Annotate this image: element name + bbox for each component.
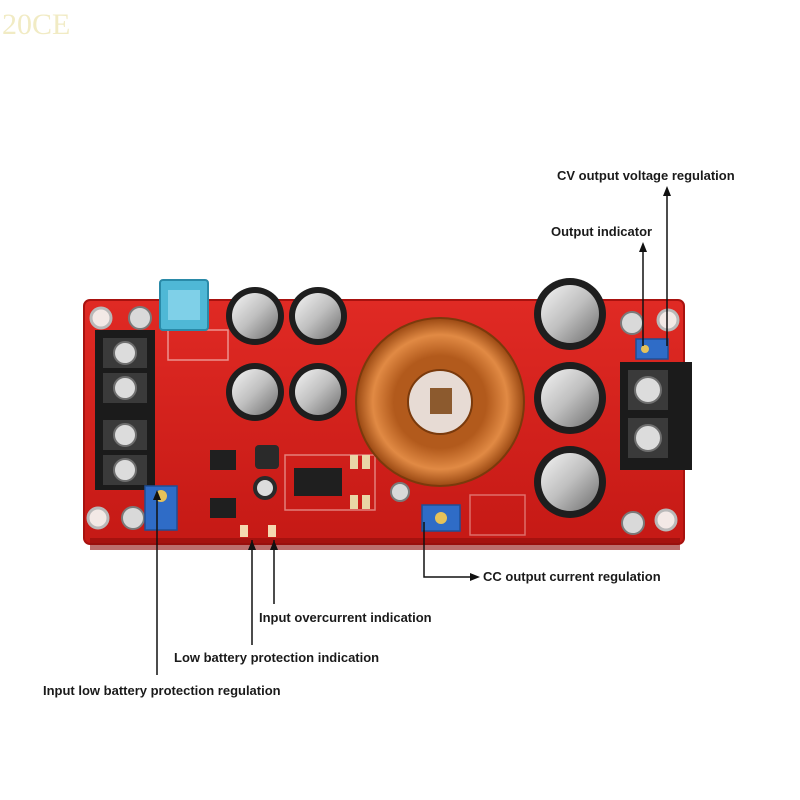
watermark: 20CE (2, 8, 71, 41)
fuse (159, 279, 209, 331)
output-capacitors (534, 278, 606, 518)
leader-arrowheads (153, 186, 671, 581)
toroid-inductor (355, 317, 525, 487)
mount-hole (86, 506, 110, 530)
trimmer-cv (635, 338, 669, 360)
mount-hole (89, 306, 113, 330)
smd-components (210, 445, 370, 537)
trimmer-low-battery (144, 485, 178, 531)
leader-lines (156, 192, 668, 675)
mount-hole (656, 308, 680, 332)
input-terminal-block (95, 330, 155, 490)
mount-hole (654, 508, 678, 532)
output-terminal-block (620, 362, 692, 470)
label-input-low-battery-protection-regulation: Input low battery protection regulation (43, 683, 281, 698)
label-low-battery-protection-indication: Low battery protection indication (174, 650, 380, 665)
trimmer-cc (421, 504, 461, 532)
label-cv-output-voltage-regulation: CV output voltage regulation (557, 168, 735, 183)
label-input-overcurrent-indication: Input overcurrent indication (259, 610, 432, 625)
label-output-indicator: Output indicator (551, 224, 653, 239)
label-cc-output-current-regulation: CC output current regulation (483, 569, 661, 584)
input-capacitors (226, 287, 347, 421)
